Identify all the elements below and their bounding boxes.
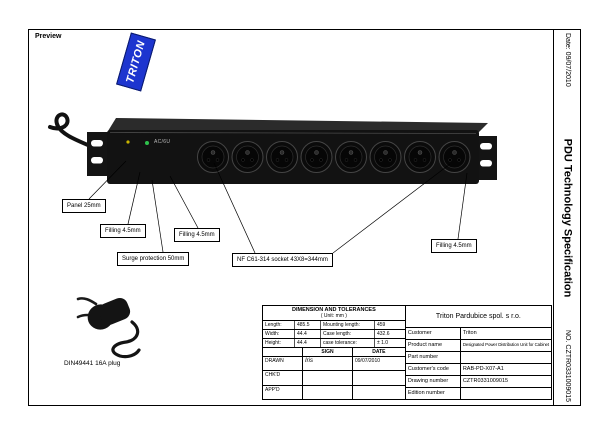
company-name: Triton Pardubice spol. s r.o.	[405, 306, 551, 328]
dimension-row: Length: 485.5 Mounting length: 459	[263, 321, 405, 330]
preview-label: Preview	[35, 33, 62, 40]
sidebar-date: Date: 09/07/2010	[564, 33, 571, 87]
company-row-edition-number: Edition number	[406, 388, 551, 399]
plug-caption: DIN49441 16A plug	[64, 360, 121, 367]
sidebar-drawing-number: NO. CZTR0331009015	[564, 330, 571, 402]
callout-surge-protection: Surge protection 50mm	[117, 252, 190, 266]
dimensions-header: DIMENSION AND TOLERANCES ( Unit: mm )	[263, 306, 405, 321]
company-row-product-name: Product name Designated Power Distributi…	[405, 340, 551, 352]
sidebar-title: PDU Technology Specification	[561, 138, 574, 297]
title-block-left: DIMENSION AND TOLERANCES ( Unit: mm ) Le…	[263, 306, 406, 399]
dimension-row: Height: 44.4 case tolerance: ± 1.0	[263, 339, 405, 348]
company-row-customer: Customer Triton	[405, 328, 551, 340]
dimension-row: Width: 44.4 Case length: 432.6	[263, 330, 405, 339]
callout-filling-1: Filling 4.5mm	[100, 224, 146, 238]
title-block-right: Triton Pardubice spol. s r.o. Customer T…	[405, 306, 551, 399]
company-row-part-number: Part number	[405, 352, 551, 364]
callout-filling-3: Filling 4.5mm	[431, 239, 477, 253]
title-block: DIMENSION AND TOLERANCES ( Unit: mm ) Le…	[262, 305, 552, 400]
approval-row-chkd: CHK'D	[263, 371, 405, 386]
callout-socket-spec: NF C61-314 socket 43X8=344mm	[232, 253, 333, 267]
callout-panel: Panel 25mm	[62, 199, 106, 213]
drawn-signature: Iris	[305, 358, 313, 364]
title-sidebar: Date: 09/07/2010 PDU Technology Specific…	[553, 29, 581, 406]
pdu-panel-print: AC/6U	[154, 139, 171, 145]
triton-logo-text: TRITON	[124, 39, 148, 85]
company-row-drawing-number: Drawing number CZTR0331009015	[405, 376, 551, 388]
callout-filling-2: Filling 4.5mm	[174, 228, 220, 242]
company-row-customers-code: Customer's code RAB-PD-X07-A1	[405, 364, 551, 376]
approval-header-row: SIGN DATE	[263, 348, 405, 357]
approval-row-drawn: DRAWN Iris 09/07/2010	[263, 357, 405, 372]
approval-row-appd: APP'D	[263, 385, 405, 399]
